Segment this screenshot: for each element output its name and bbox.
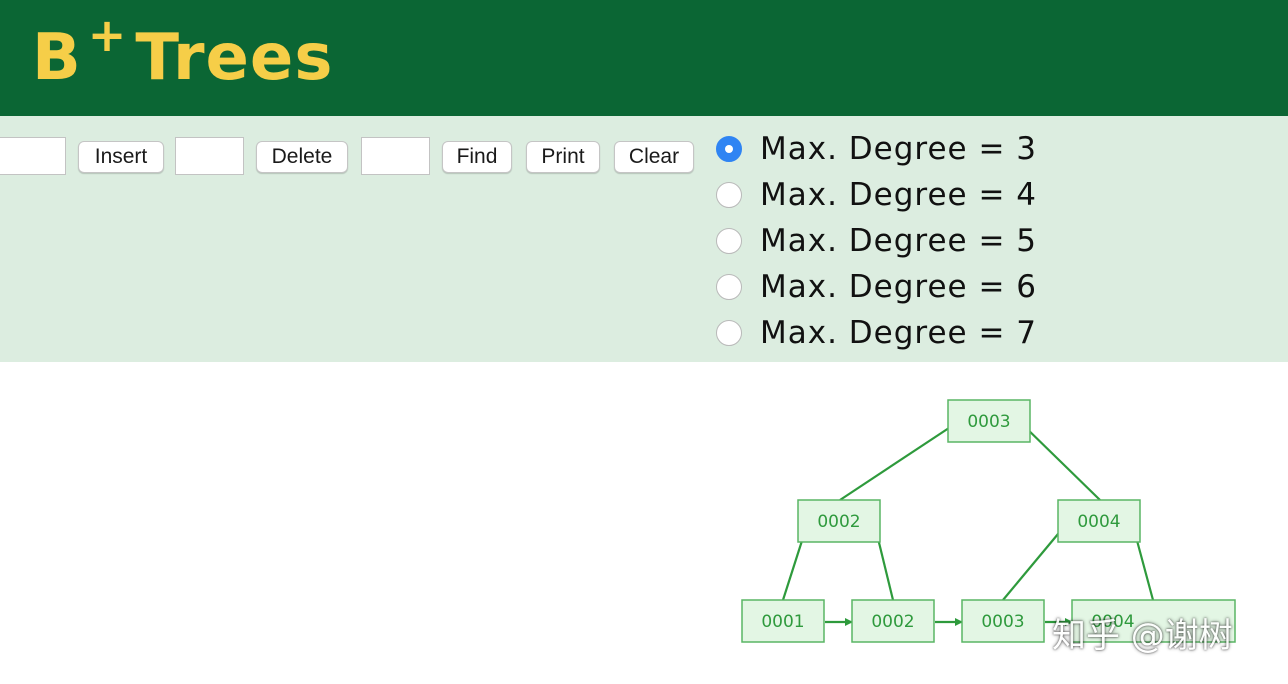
clear-button[interactable]: Clear xyxy=(614,141,694,173)
tree-canvas: 0003 0002 0004 0001 0002 0003 0004 xyxy=(741,399,1236,643)
find-button[interactable]: Find xyxy=(442,141,512,173)
radio-button[interactable] xyxy=(716,320,742,346)
insert-input[interactable] xyxy=(0,137,66,175)
tree-node-leaf: 0003 xyxy=(961,599,1045,643)
tree-edge xyxy=(1002,521,1069,601)
controls-panel: Insert Delete Find Print Clear Max. Degr… xyxy=(0,116,1288,362)
radio-button[interactable] xyxy=(716,182,742,208)
radio-button[interactable] xyxy=(716,274,742,300)
degree-option-label: Max. Degree = 6 xyxy=(760,269,1038,305)
title-superscript: + xyxy=(87,8,128,62)
tree-node-leaf: 0004 xyxy=(1071,599,1236,643)
node-key: 0004 xyxy=(1091,612,1134,632)
tree-edge xyxy=(839,421,959,501)
degree-option-4[interactable]: Max. Degree = 4 xyxy=(716,174,1037,216)
title-main: B xyxy=(32,21,82,95)
degree-option-label: Max. Degree = 4 xyxy=(760,177,1038,213)
insert-button[interactable]: Insert xyxy=(78,141,164,173)
tree-node-leaf: 0002 xyxy=(851,599,935,643)
degree-option-label: Max. Degree = 5 xyxy=(760,223,1038,259)
tree-edge xyxy=(1019,421,1101,501)
delete-button[interactable]: Delete xyxy=(256,141,348,173)
node-key: 0004 xyxy=(1077,512,1120,532)
radio-button[interactable] xyxy=(716,228,742,254)
degree-option-label: Max. Degree = 3 xyxy=(760,131,1038,167)
node-key: 0002 xyxy=(817,512,860,532)
tree-node-internal: 0002 xyxy=(797,499,881,543)
node-key: 0003 xyxy=(967,412,1010,432)
node-key: 0001 xyxy=(761,612,804,632)
find-input[interactable] xyxy=(361,137,430,175)
print-button[interactable]: Print xyxy=(526,141,600,173)
degree-option-6[interactable]: Max. Degree = 6 xyxy=(716,266,1037,308)
degree-option-label: Max. Degree = 7 xyxy=(760,315,1038,351)
tree-node-root: 0003 xyxy=(947,399,1031,443)
radio-button[interactable] xyxy=(716,136,742,162)
degree-option-7[interactable]: Max. Degree = 7 xyxy=(716,312,1037,354)
tree-node-internal: 0004 xyxy=(1057,499,1141,543)
delete-input[interactable] xyxy=(175,137,244,175)
degree-option-3[interactable]: Max. Degree = 3 xyxy=(716,128,1037,170)
degree-option-5[interactable]: Max. Degree = 5 xyxy=(716,220,1037,262)
page-title: B+Trees xyxy=(32,12,334,96)
header-bar: B+Trees xyxy=(0,0,1288,116)
tree-node-leaf: 0001 xyxy=(741,599,825,643)
node-key: 0002 xyxy=(871,612,914,632)
node-key: 0003 xyxy=(981,612,1024,632)
title-rest: Trees xyxy=(135,21,334,95)
watermark: 知乎 @谢树 xyxy=(1052,616,1233,656)
